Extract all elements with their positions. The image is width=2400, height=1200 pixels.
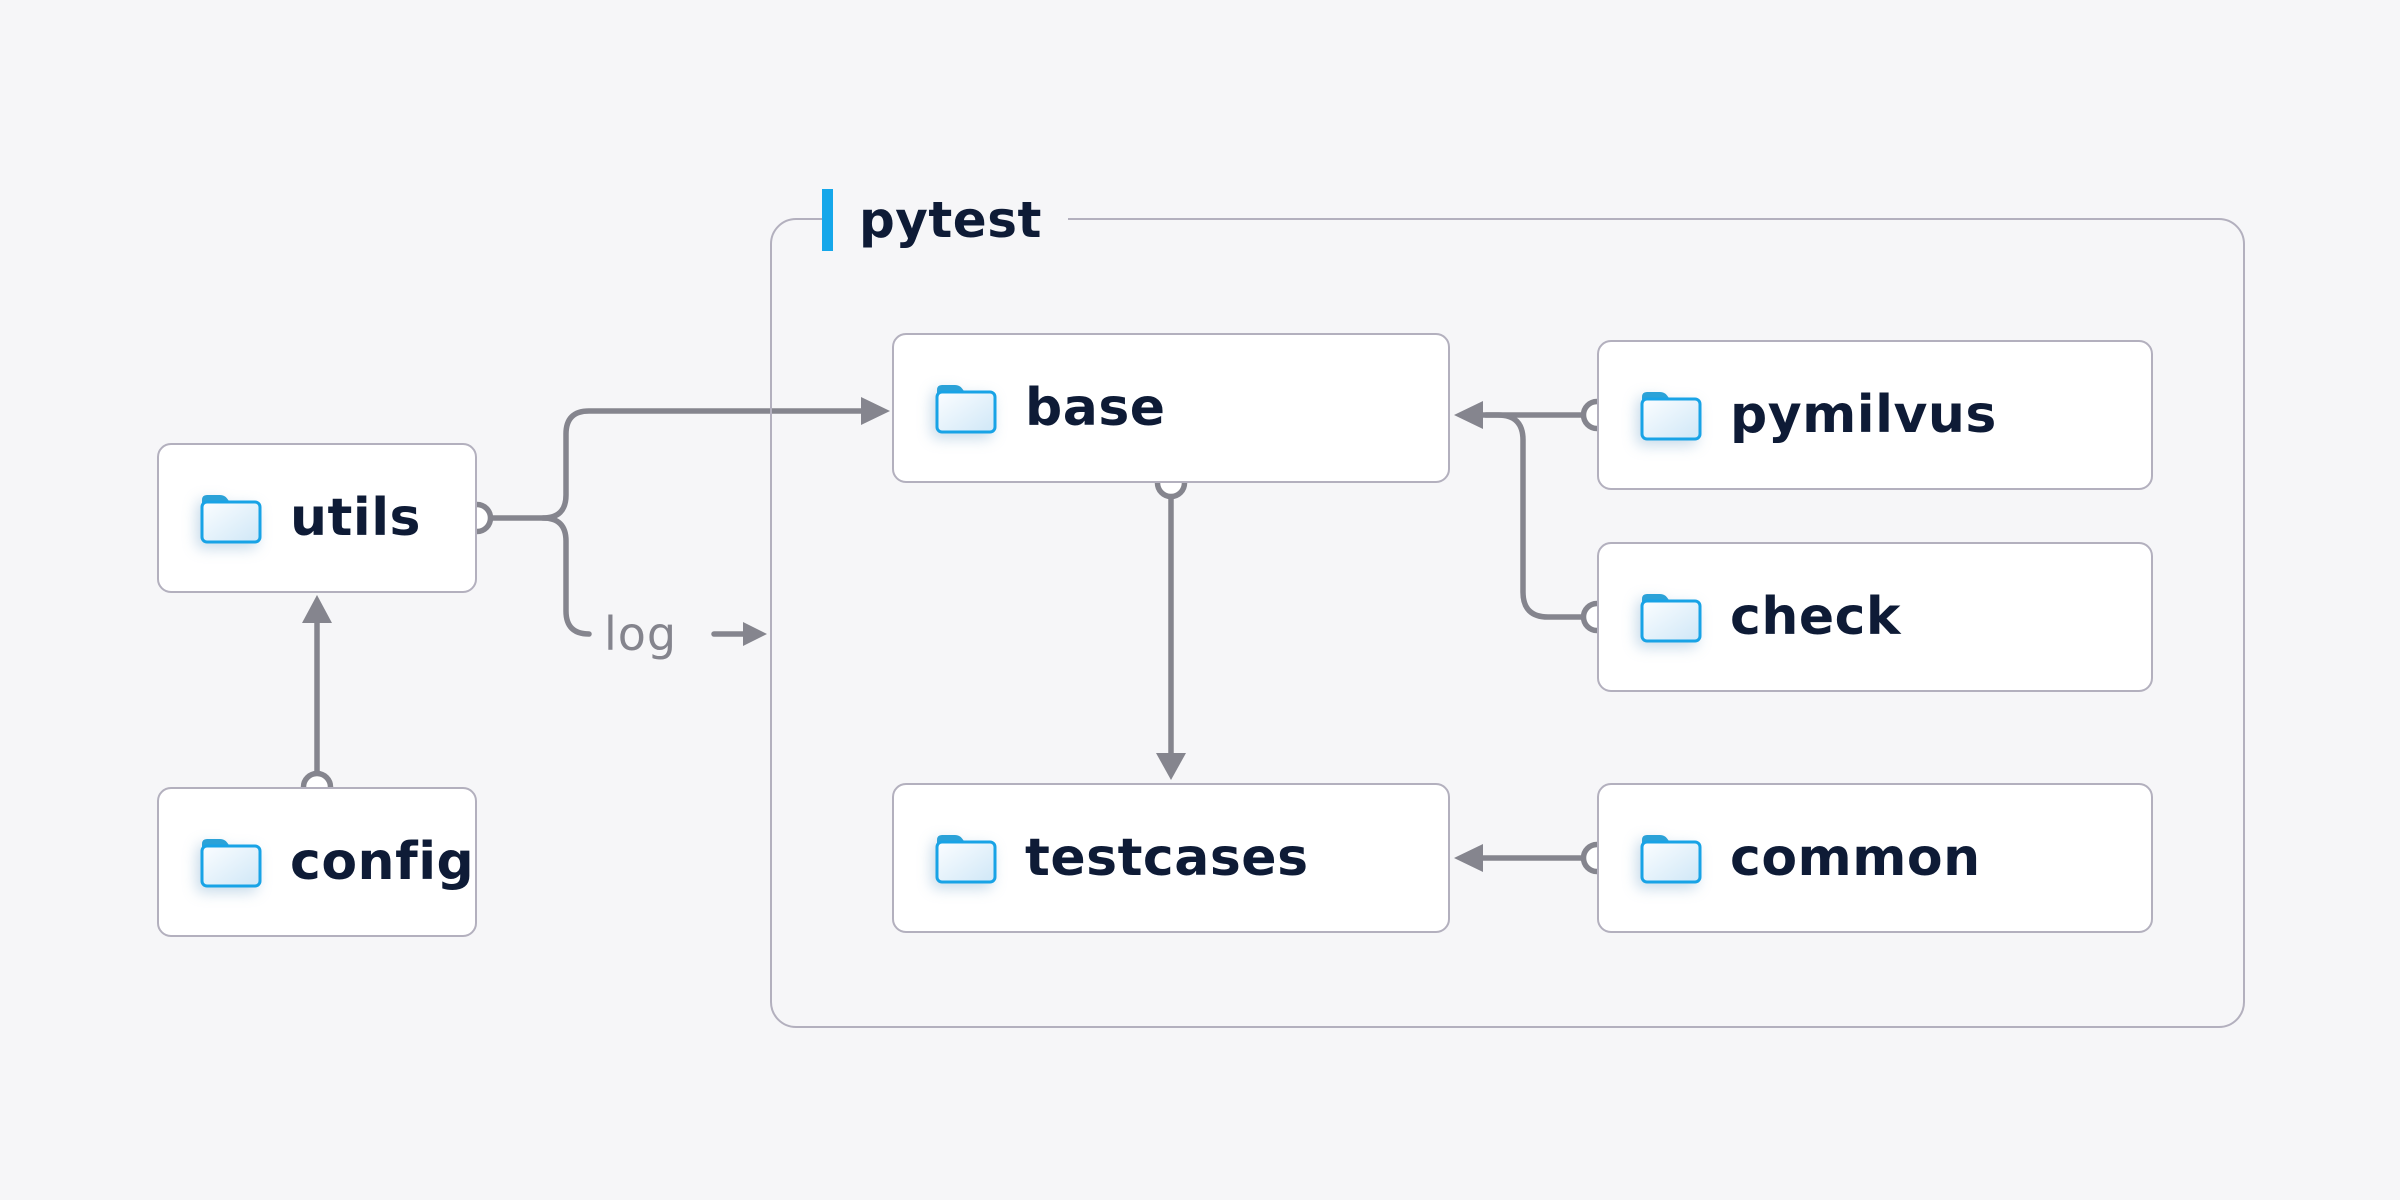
arrowhead-log xyxy=(743,622,767,646)
node-pymilvus: pymilvus xyxy=(1597,340,2153,490)
node-common-label: common xyxy=(1730,828,1981,888)
node-config: config xyxy=(157,787,477,937)
node-base-label: base xyxy=(1025,378,1166,438)
edge-utils-log xyxy=(540,515,592,637)
node-utils: utils xyxy=(157,443,477,593)
pytest-container: pytest xyxy=(770,189,2245,1028)
node-testcases: testcases xyxy=(892,783,1450,933)
node-common: common xyxy=(1597,783,2153,933)
node-check-label: check xyxy=(1730,587,1902,647)
edge-label-log: log xyxy=(604,607,678,661)
folder-icon xyxy=(200,495,262,544)
pytest-label: pytest xyxy=(822,189,1068,251)
node-config-label: config xyxy=(290,832,475,892)
folder-icon xyxy=(935,385,997,434)
node-utils-label: utils xyxy=(290,488,421,548)
folder-icon xyxy=(1640,594,1702,643)
node-base: base xyxy=(892,333,1450,483)
folder-icon xyxy=(1640,835,1702,884)
pytest-label-text: pytest xyxy=(859,191,1042,249)
node-testcases-label: testcases xyxy=(1025,828,1309,888)
accent-bar xyxy=(822,189,833,251)
node-pymilvus-label: pymilvus xyxy=(1730,385,1997,445)
folder-icon xyxy=(935,835,997,884)
node-check: check xyxy=(1597,542,2153,692)
arrowhead-into-utils xyxy=(302,595,332,623)
folder-icon xyxy=(200,839,262,888)
folder-icon xyxy=(1640,392,1702,441)
